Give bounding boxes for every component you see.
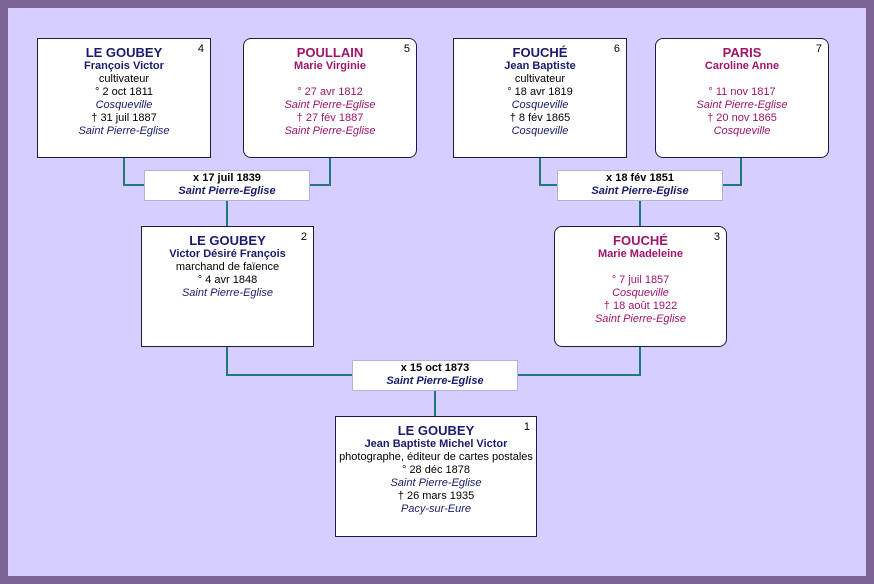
birth-date: ° 4 avr 1848: [197, 274, 258, 286]
person-card-6[interactable]: 6 FOUCHÉ Jean Baptiste cultivateur ° 18 …: [453, 38, 627, 158]
marriage-date: x 17 juil 1839: [193, 172, 261, 184]
death-place: Saint Pierre-Eglise: [594, 313, 687, 325]
person-given-names: Marie Virginie: [294, 60, 366, 72]
occupation-spacer: [656, 73, 828, 86]
person-occupation: photographe, éditeur de cartes postales: [339, 451, 533, 463]
death-date: † 31 juil 1887: [91, 112, 157, 124]
marriage-date: x 18 fév 1851: [606, 172, 674, 184]
death-date: † 20 nov 1865: [707, 112, 777, 124]
person-card-5[interactable]: 5 POULLAIN Marie Virginie ° 27 avr 1812 …: [243, 38, 417, 158]
person-given-names: Marie Madeleine: [598, 248, 683, 260]
death-place: Cosqueville: [511, 125, 569, 137]
person-surname: LE GOUBEY: [397, 423, 475, 438]
person-number: 6: [613, 43, 620, 55]
birth-date: ° 18 avr 1819: [507, 86, 573, 98]
person-occupation: marchand de faïence: [175, 261, 280, 273]
person-card-7[interactable]: 7 PARIS Caroline Anne ° 11 nov 1817 Sain…: [655, 38, 829, 158]
death-date: † 18 août 1922: [603, 300, 678, 312]
birth-date: ° 11 nov 1817: [708, 86, 776, 98]
person-number: 1: [523, 421, 530, 433]
person-given-names: François Victor: [84, 60, 164, 72]
marriage-box-6-7[interactable]: x 18 fév 1851 Saint Pierre-Eglise: [557, 170, 723, 201]
person-surname: FOUCHÉ: [512, 45, 568, 60]
marriage-place: Saint Pierre-Eglise: [178, 185, 276, 197]
birth-date: ° 7 juil 1857: [611, 274, 670, 286]
person-number: 2: [300, 231, 307, 243]
birth-place: Cosqueville: [612, 287, 669, 299]
person-number: 4: [197, 43, 204, 55]
birth-place: Saint Pierre-Eglise: [390, 477, 482, 489]
death-date: † 27 fév 1887: [296, 112, 364, 124]
person-card-2[interactable]: 2 LE GOUBEY Victor Désiré François march…: [141, 226, 314, 347]
birth-place: Cosqueville: [511, 99, 569, 111]
person-number: 3: [713, 231, 720, 243]
person-card-4[interactable]: 4 LE GOUBEY François Victor cultivateur …: [37, 38, 211, 158]
person-number: 7: [815, 43, 822, 55]
person-surname: LE GOUBEY: [85, 45, 163, 60]
person-surname: FOUCHÉ: [613, 233, 668, 248]
person-given-names: Victor Désiré François: [169, 248, 286, 260]
marriage-box-4-5[interactable]: x 17 juil 1839 Saint Pierre-Eglise: [144, 170, 310, 201]
person-occupation: cultivateur: [514, 73, 566, 85]
birth-place: Cosqueville: [95, 99, 153, 111]
birth-date: ° 2 oct 1811: [94, 86, 153, 98]
birth-date: ° 27 avr 1812: [297, 86, 363, 98]
marriage-place: Saint Pierre-Eglise: [591, 185, 689, 197]
marriage-place: Saint Pierre-Eglise: [386, 375, 484, 387]
birth-place: Saint Pierre-Eglise: [284, 99, 376, 111]
occupation-spacer: [244, 73, 416, 86]
person-card-3[interactable]: 3 FOUCHÉ Marie Madeleine ° 7 juil 1857 C…: [554, 226, 727, 347]
birth-date: ° 28 déc 1878: [401, 464, 470, 476]
marriage-date: x 15 oct 1873: [400, 362, 470, 374]
death-date: † 26 mars 1935: [397, 490, 475, 502]
person-occupation: cultivateur: [98, 73, 150, 85]
person-surname: POULLAIN: [296, 45, 364, 60]
death-place: Saint Pierre-Eglise: [284, 125, 376, 137]
death-place: Cosqueville: [713, 125, 771, 137]
person-card-1[interactable]: 1 LE GOUBEY Jean Baptiste Michel Victor …: [335, 416, 537, 537]
person-surname: PARIS: [722, 45, 762, 60]
birth-place: Saint Pierre-Eglise: [696, 99, 788, 111]
person-number: 5: [403, 43, 410, 55]
person-given-names: Caroline Anne: [704, 60, 780, 72]
person-surname: LE GOUBEY: [189, 233, 266, 248]
occupation-spacer: [555, 261, 726, 274]
birth-place: Saint Pierre-Eglise: [181, 287, 274, 299]
person-given-names: Jean Baptiste: [504, 60, 576, 72]
person-given-names: Jean Baptiste Michel Victor: [364, 438, 508, 450]
death-date: † 8 fév 1865: [509, 112, 571, 124]
marriage-box-2-3[interactable]: x 15 oct 1873 Saint Pierre-Eglise: [352, 360, 518, 391]
death-place: Pacy-sur-Eure: [400, 503, 472, 515]
death-place: Saint Pierre-Eglise: [78, 125, 170, 137]
